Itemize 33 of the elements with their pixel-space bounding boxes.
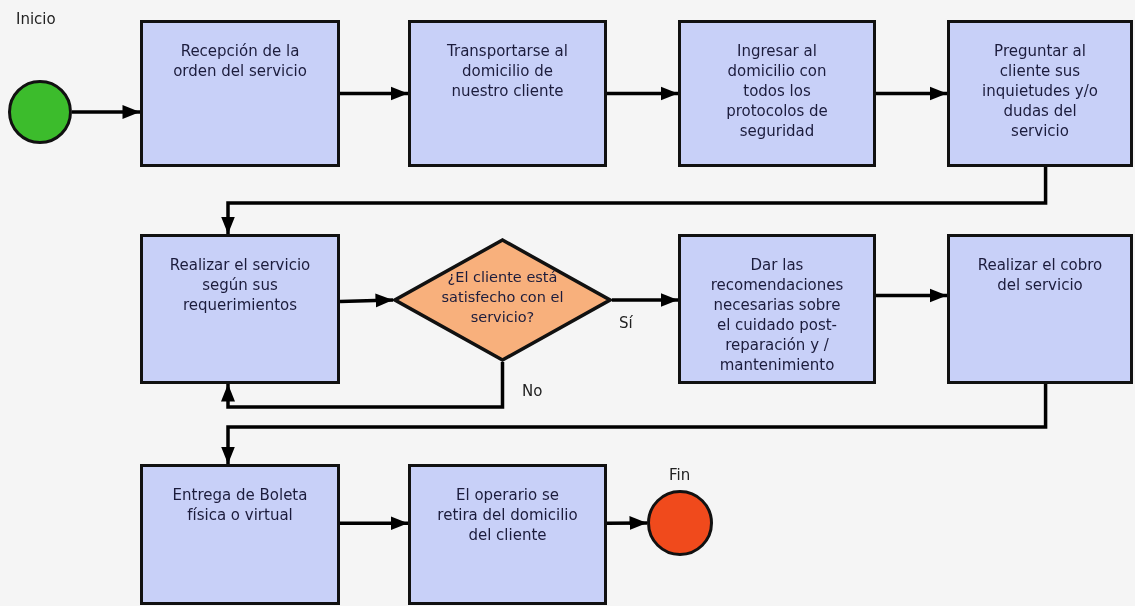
arrow xyxy=(876,86,947,101)
step-text: Transportarse al domicilio de nuestro cliente xyxy=(446,41,569,101)
step-text: Dar las recomendaciones necesarias sobre el cuidado post-reparación y / mantenimiento xyxy=(709,255,845,375)
process-box xyxy=(678,234,876,384)
step-text: Preguntar al cliente sus inquietudes y/o dudas del servicio xyxy=(981,41,1099,141)
arrow xyxy=(607,516,647,531)
arrow xyxy=(221,384,1048,464)
process-box xyxy=(140,20,340,167)
decision-text: ¿El cliente está satisfecho con el servicio? xyxy=(440,268,565,327)
step-text: Realizar el servicio según sus requerimientos xyxy=(169,255,311,315)
arrow xyxy=(221,362,505,409)
arrow xyxy=(221,167,1048,234)
arrow xyxy=(612,293,678,307)
process-box xyxy=(947,234,1133,384)
process-box xyxy=(408,20,607,167)
arrow xyxy=(340,516,408,531)
step-text: Ingresar al domicilio con todos los protocolos de seguridad xyxy=(725,41,829,141)
step-text: Realizar el cobro del servicio xyxy=(976,255,1104,295)
process-box xyxy=(140,234,340,384)
step-text: Recepción de la orden del servicio xyxy=(172,41,308,81)
arrow xyxy=(72,105,140,119)
arrow xyxy=(339,293,394,308)
process-box xyxy=(140,464,340,605)
arrow xyxy=(340,86,408,101)
terminal-label: Fin xyxy=(669,465,691,486)
process-box xyxy=(408,464,607,605)
arrow xyxy=(876,288,947,303)
process-box xyxy=(678,20,876,167)
process-box xyxy=(947,20,1133,167)
arrow xyxy=(607,86,678,101)
step-text: Entrega de Boleta física o virtual xyxy=(171,485,309,525)
terminal-label: Inicio xyxy=(16,9,56,30)
step-text: El operario se retira del domicilio del cliente xyxy=(437,485,578,545)
